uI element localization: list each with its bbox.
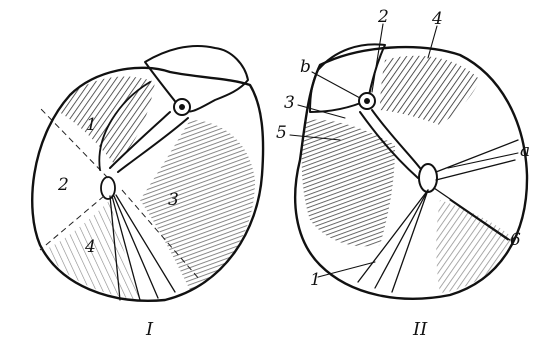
shell-figure-i: 1 2 3 4 I — [32, 46, 263, 340]
shell-ii-band — [380, 56, 480, 125]
label-ii-6: 6 — [510, 230, 521, 250]
shell-figure-ii: 2 4 b 3 5 a 6 1 II — [276, 7, 530, 340]
label-ii-2: 2 — [377, 7, 389, 27]
label-i-region-3: 3 — [168, 190, 179, 210]
label-ii-a: a — [520, 141, 530, 161]
roman-numeral-i: I — [145, 319, 154, 340]
label-ii-4: 4 — [431, 9, 443, 29]
label-i-region-1: 1 — [86, 115, 97, 135]
label-ii-3: 3 — [284, 93, 295, 113]
shell-i-region-3 — [140, 120, 255, 290]
label-i-region-2: 2 — [57, 175, 69, 195]
label-i-region-4: 4 — [84, 237, 96, 257]
label-ii-b: b — [300, 57, 311, 77]
label-ii-1: 1 — [310, 270, 321, 290]
shell-i-center — [101, 177, 115, 199]
label-ii-5: 5 — [276, 123, 287, 143]
shell-i-aperture — [145, 46, 248, 112]
shell-ii-lower-right — [436, 200, 515, 293]
roman-numeral-ii: II — [412, 319, 428, 340]
